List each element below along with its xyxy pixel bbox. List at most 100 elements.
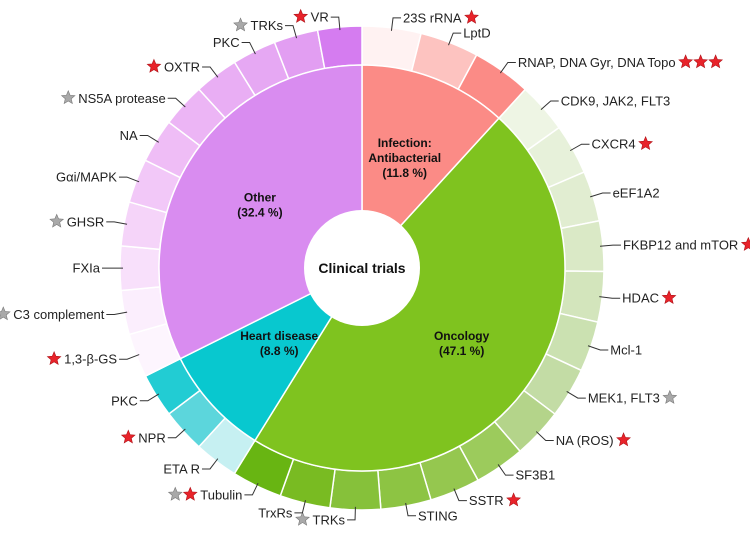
target-label: FKBP12 and mTOR	[623, 236, 750, 253]
leader-line	[139, 393, 160, 402]
red-star-icon	[678, 54, 694, 69]
red-star-icon	[46, 350, 62, 366]
target-label-text: NA	[120, 128, 138, 143]
target-label-text: C3 complement	[13, 307, 104, 322]
target-segment	[329, 468, 382, 511]
target-label: PKC	[111, 393, 138, 408]
target-label: TrxRs	[258, 505, 293, 520]
leader-line	[540, 100, 559, 110]
target-label: SSTR	[469, 492, 521, 508]
category-label: Other(32.4 %)	[237, 190, 282, 219]
target-label-text: 1,3-β-GS	[64, 352, 117, 367]
gray-star-icon	[233, 17, 248, 32]
center-hole: Clinical trials	[304, 210, 420, 326]
red-star-icon	[740, 236, 750, 251]
red-star-icon	[708, 54, 724, 69]
target-label: MEK1, FLT3	[588, 389, 678, 406]
target-label-text: MEK1, FLT3	[588, 391, 660, 406]
target-segment	[560, 219, 605, 273]
chart-title: Clinical trials	[318, 260, 405, 276]
target-label: CXCR4	[592, 135, 653, 152]
target-label-text: NPR	[138, 430, 165, 445]
category-label: Oncology(47.1 %)	[434, 329, 490, 358]
red-star-icon	[464, 9, 479, 24]
target-label-text: NA (ROS)	[556, 433, 614, 448]
leader-line	[499, 61, 516, 74]
red-star-icon	[616, 432, 631, 447]
gray-star-icon	[49, 213, 65, 228]
leader-line	[390, 17, 402, 31]
target-label-text: CDK9, JAK2, FLT3	[561, 93, 671, 108]
target-label: OXTR	[146, 58, 200, 74]
target-label-text: FXIa	[73, 261, 101, 276]
red-star-icon	[146, 58, 162, 73]
target-label: C3 complement	[0, 306, 105, 322]
leader-line	[106, 221, 128, 225]
leader-line	[119, 354, 140, 360]
category-label: Heart disease(8.8 %)	[240, 329, 318, 358]
target-label: SF3B1	[516, 468, 556, 483]
category-slice	[179, 266, 365, 442]
target-segment	[119, 245, 161, 292]
target-label: CDK9, JAK2, FLT3	[561, 93, 671, 108]
target-label-text: TrxRs	[258, 505, 293, 520]
category-labels: Infection:Antibacterial(11.8 %) Oncology(…	[237, 136, 489, 358]
target-label-text: TRKs	[313, 512, 346, 527]
leader-line	[118, 176, 140, 183]
leader-line	[453, 488, 467, 502]
leader-line	[167, 97, 186, 108]
red-star-icon	[638, 135, 653, 151]
leader-line	[330, 16, 341, 31]
leader-line	[241, 41, 256, 55]
category-label: Infection:Antibacterial(11.8 %)	[368, 136, 441, 180]
target-label-text: NS5A protease	[78, 91, 165, 106]
gray-star-icon	[662, 389, 678, 404]
leader-line	[566, 390, 586, 399]
target-label: GHSR	[49, 213, 105, 229]
leader-line	[587, 345, 609, 351]
target-label-text: HDAC	[622, 291, 659, 306]
target-label-text: PKC	[111, 393, 138, 408]
leader-line	[599, 244, 621, 247]
target-label-text: RNAP, DNA Gyr, DNA Topo	[518, 55, 676, 70]
leader-line	[347, 506, 356, 521]
red-star-icon	[506, 492, 521, 507]
target-label: ETA R	[163, 461, 200, 476]
target-label: Gαi/MAPK	[56, 170, 117, 185]
leader-line	[590, 192, 611, 198]
target-label: NS5A protease	[60, 90, 166, 106]
leader-line	[167, 428, 186, 439]
center-circle	[304, 210, 420, 326]
leader-line	[569, 143, 590, 152]
target-label: VR	[293, 8, 329, 25]
target-label: TRKs	[233, 17, 284, 33]
target-label: Mcl-1	[610, 342, 642, 357]
target-label-text: GHSR	[67, 214, 105, 229]
target-segment	[361, 25, 423, 73]
leader-line	[448, 32, 462, 46]
target-segment	[316, 25, 363, 70]
target-label-text: PKC	[213, 35, 240, 50]
gray-star-icon	[295, 511, 310, 526]
target-label-text: LptD	[463, 26, 490, 41]
target-label-text: ETA R	[163, 461, 200, 476]
target-label: NA (ROS)	[556, 432, 631, 448]
target-label-text: Mcl-1	[610, 342, 642, 357]
target-label: LptD	[463, 26, 490, 41]
leader-line	[285, 25, 298, 39]
red-star-icon	[182, 486, 198, 501]
target-label: NA	[120, 128, 138, 143]
gray-star-icon	[60, 90, 76, 105]
target-label: HDAC	[622, 289, 677, 306]
target-label: TRKs	[295, 511, 346, 527]
target-label: RNAP, DNA Gyr, DNA Topo	[518, 54, 724, 70]
leader-line	[599, 296, 621, 299]
red-star-icon	[293, 8, 309, 23]
leader-line	[201, 458, 219, 470]
leader-line	[202, 66, 219, 78]
target-label-text: CXCR4	[592, 137, 636, 152]
leader-line	[139, 134, 160, 143]
